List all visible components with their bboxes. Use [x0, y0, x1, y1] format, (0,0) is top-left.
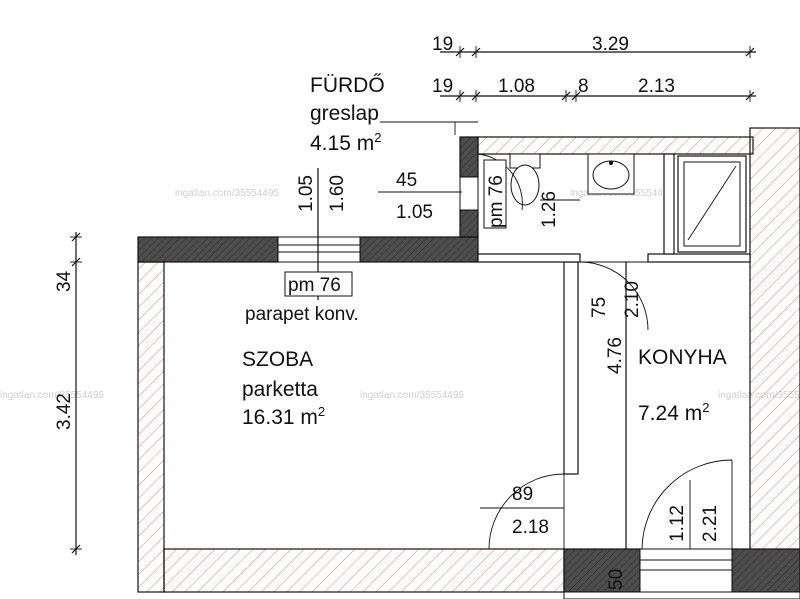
room-door-swing: [488, 473, 565, 550]
room-area: 16.31 m2: [242, 404, 325, 429]
kitchen-door-swing: [579, 261, 649, 331]
bath-pm-label: pm 76: [486, 175, 507, 228]
dim-kitchen-door-75: 75: [589, 297, 610, 318]
bath-door-swing: [477, 153, 523, 211]
dim-hall-476: 4.76: [605, 337, 626, 374]
room-name: SZOBA: [242, 348, 313, 371]
room-labels: FÜRDŐ greslap 4.15 m2 SZOBA parketta 16.…: [242, 74, 727, 429]
kitchen-name: KONYHA: [638, 346, 727, 369]
dim-bath-126: 1.26: [539, 191, 560, 228]
dim-left-34: 34: [54, 270, 75, 292]
walls: [137, 127, 800, 599]
dim-bottom-50: 50: [606, 569, 627, 590]
dim-kitchen-bottom-112: 1.12: [667, 505, 688, 542]
dim-window-160: 1.60: [327, 175, 348, 212]
dim-row2-8: 8: [578, 76, 589, 97]
dim-row2-213: 2.13: [638, 76, 675, 97]
dim-left-342: 3.42: [54, 393, 75, 430]
bath-floor: greslap: [310, 102, 379, 125]
shower-tray-icon: [677, 155, 747, 253]
doors: [477, 153, 733, 550]
dim-row2-19: 19: [432, 76, 453, 97]
bath-fixtures: [509, 153, 747, 253]
room-window-pm-box: [284, 271, 353, 297]
bath-name: FÜRDŐ: [310, 74, 385, 97]
dim-top-total: 3.29: [592, 34, 629, 55]
dim-window-105: 1.05: [296, 175, 317, 212]
watermark: ingatlan.com/35554495: [360, 390, 464, 401]
watermark: ingatlan.com/35554495: [175, 188, 279, 199]
watermark: ingatlan.com/35554495: [0, 390, 104, 401]
room-floor: parketta: [242, 378, 318, 401]
dimension-labels: 19 3.29 19 1.08 8 2.13 34 3.42 1.05 1.60…: [54, 34, 721, 590]
dim-kitchen-bottom-221: 2.21: [700, 505, 721, 542]
dim-room-door-89: 89: [512, 484, 533, 505]
room-window-note: parapet konv.: [245, 304, 359, 325]
dimension-lines: [70, 46, 756, 555]
dim-window-105-b: 1.05: [396, 202, 433, 223]
dim-row2-108: 1.08: [498, 76, 535, 97]
room-window-pm-label: pm 76: [288, 275, 341, 296]
bath-area: 4.15 m2: [310, 130, 381, 155]
sink-icon: [587, 153, 635, 195]
dim-window-45: 45: [396, 170, 417, 191]
dim-room-door-218: 2.18: [512, 517, 549, 538]
kitchen-area: 7.24 m2: [638, 400, 709, 425]
kitchen-bottom-door-swing: [641, 459, 733, 550]
bath-pm-box: [483, 159, 507, 229]
toilet-icon: [509, 153, 541, 206]
dim-kitchen-door-210: 2.10: [622, 281, 643, 318]
dim-top-19: 19: [432, 34, 453, 55]
